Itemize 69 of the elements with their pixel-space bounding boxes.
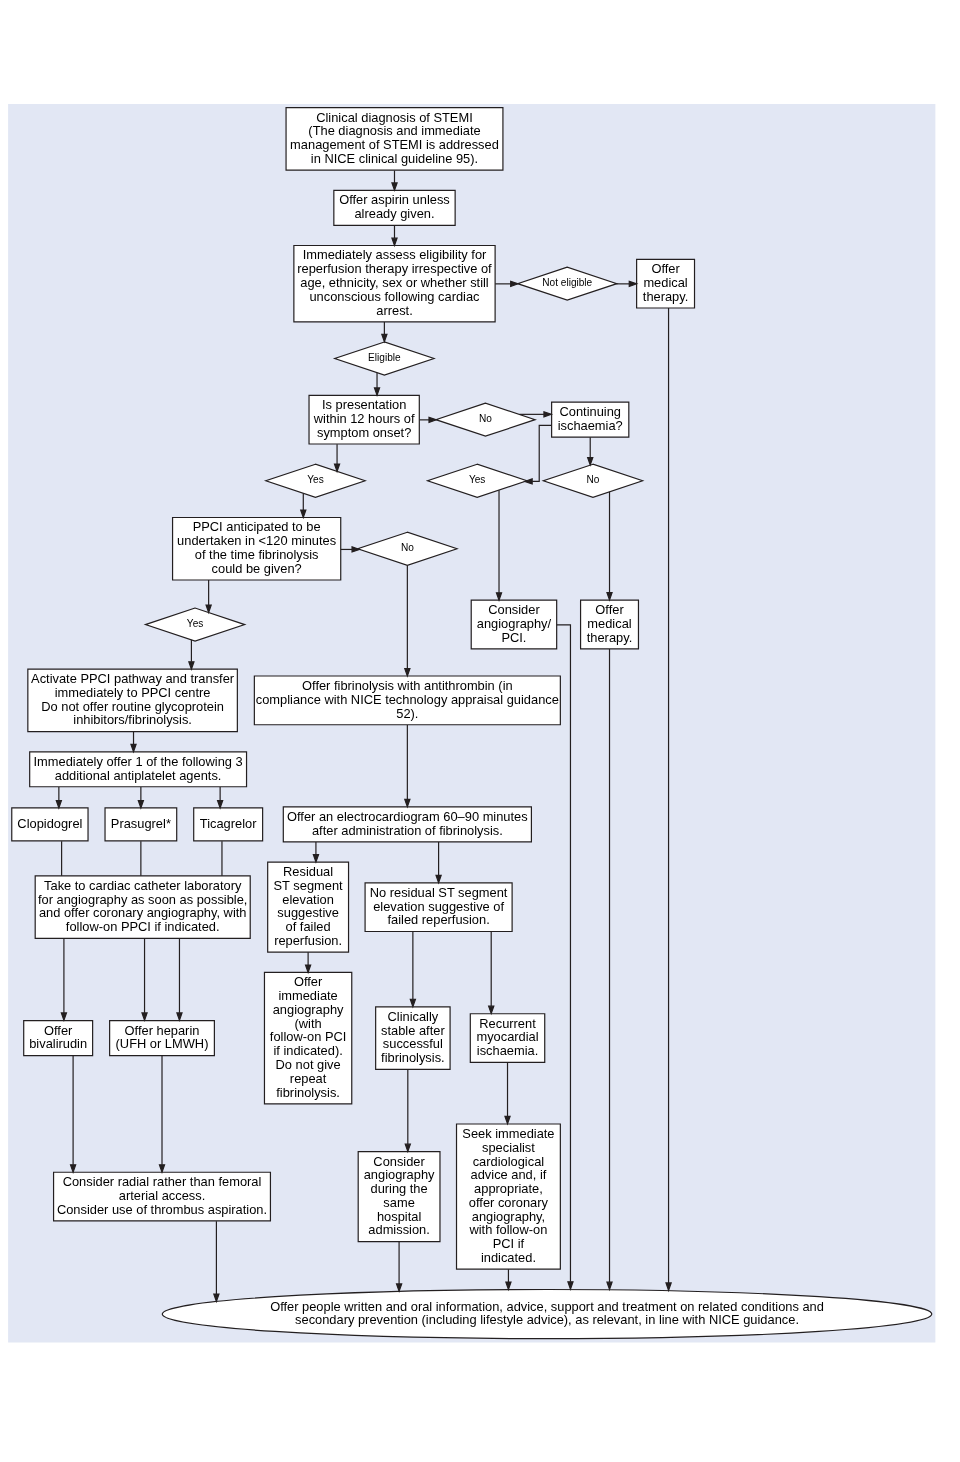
node-diamond: Eligible [332,340,436,376]
node-box: Offer immediate angiography (with follow-on PCI if indicated). Do not give repeat fibrinolysis. [263,971,353,1104]
arrow [665,307,672,1292]
arrow [494,279,520,287]
arrow [158,1054,166,1174]
arrow [333,443,341,473]
arrow [373,371,381,397]
arrow [60,937,68,1022]
node-box: Recurrent myocardial ischaemia. [469,1012,546,1063]
arrow [556,623,574,1291]
arrow [606,648,613,1291]
arrow [205,578,213,614]
node-box: Offer fibrinolysis with antithrombin (in compliance with NICE technology appraisal guidance 52). [253,674,561,725]
node-box: Offer an electrocardiogram 60–90 minutes after administration of fibrinolysis. [282,805,532,842]
node-box: No residual ST segment elevation suggestive of failed reperfusion. [364,881,513,932]
arrow [504,1061,511,1126]
node-box: Activate PPCI pathway and transfer immediately to PPCI centre Do not offer routine glycoprotein inhibitors/fibrinolysis. [27,668,238,732]
node-box: Offer bivalirudin [23,1019,94,1056]
arrow [395,1240,403,1293]
arrow [176,937,183,1022]
arrow [137,785,145,810]
node-diamond: Not eligible [515,266,619,301]
node-ellipse: Offer people written and oral information, advice, support and treatment on related conditions and secondary prevention (including lifestyle advice), as relevant, in line with NICE guidance. [161,1288,933,1339]
node-box: Clinically stable after successful fibrinolysis. [375,1005,451,1070]
arrow [403,723,411,809]
node-box: PPCI anticipated to be undertaken in <120 minutes of the time fibrinolysis could be given? [171,516,342,581]
arrow [188,638,195,671]
node-diamond: No [433,402,537,437]
arrow [403,564,411,678]
node-box: Ticagrelor [193,806,264,842]
node-box: Offer aspirin unless already given. [333,189,456,226]
connector [221,840,223,876]
node-box: Clopidogrel [11,806,89,842]
arrow [409,930,417,1008]
node-box: Immediately offer 1 of the following 3 additional antiplatelet agents. [29,750,248,787]
node-diamond: No [541,463,645,498]
node-box: Prasugrel* [104,806,178,842]
node-box: Residual ST segment elevation suggestive of failed reperfusion. [267,861,350,953]
connector [61,840,63,876]
arrow [141,937,148,1022]
arrow [606,490,613,602]
arrow [304,951,312,974]
arrow [586,436,594,467]
arrow [615,279,639,287]
node-box: Offer medical therapy. [636,258,696,309]
arrow [69,1054,77,1174]
arrow [518,410,554,418]
node-box: Is presentation within 12 hours of symptom onset? [308,394,420,445]
node-box: Consider radial rather than femoral arterial access. Consider use of thrombus aspiration. [52,1171,272,1222]
arrow [55,785,63,810]
node-box: Clinical diagnosis of STEMI (The diagnosis and immediate management of STEMI is addressed in NICE clinical guideline 95). [285,106,504,171]
arrow [404,1068,412,1153]
arrow [435,840,442,885]
node-box: Continuing ischaemia? [551,401,630,438]
arrow [418,415,439,423]
arrow [487,930,495,1015]
node-box: Offer heparin (UFH or LMWH) [109,1019,215,1056]
arrow [213,1220,220,1303]
node-box: Offer medical therapy. [579,599,640,649]
arrow [216,785,224,810]
arrow [495,489,503,602]
node-box: Consider angiography during the same hospital admission. [357,1150,441,1242]
node-box: Take to cardiac catheter laboratory for angiography as soon as possible, and offer coronary angiography, with follow-on PPCI if indicated. [34,874,251,939]
node-box: Seek immediate specialist cardiological advice and, if appropriate, offer coronary angiography, with follow-on PCI if indicated. [455,1122,561,1270]
arrow [312,840,320,864]
connector [140,840,142,876]
node-box: Immediately assess eligibility for reperfusion therapy irrespective of age, ethnicity, sex or whether still unconscious following cardiac arrest. [293,244,496,322]
node-box: Consider angiography/ PCI. [470,599,558,649]
arrow [523,424,553,485]
